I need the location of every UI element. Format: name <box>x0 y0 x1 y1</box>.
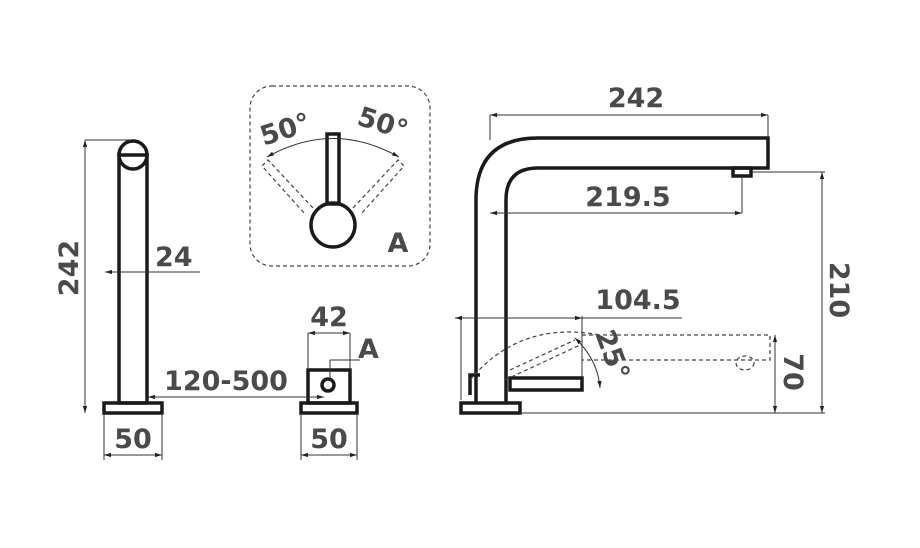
left-angle-label: 50° <box>256 107 314 152</box>
lever-top-view <box>325 132 341 206</box>
rotation-arc <box>266 138 400 158</box>
aerator <box>731 166 753 178</box>
spout-section <box>117 139 149 171</box>
handle-width-label: 42 <box>310 302 348 333</box>
lever <box>508 376 584 392</box>
right-angle-label: 50° <box>354 101 412 146</box>
spout-reach-label: 242 <box>608 83 664 114</box>
side-base <box>102 401 164 415</box>
handle-body <box>306 368 352 405</box>
handle-pivot <box>320 377 336 393</box>
lever-angle-label: 25° <box>589 326 636 385</box>
distance-label: 120-500 <box>164 366 288 397</box>
base-view: 42 A 120-500 50 <box>148 302 379 460</box>
detail-a-marker: A <box>358 334 379 365</box>
height-label: 210 <box>823 262 854 318</box>
spout <box>474 136 770 403</box>
side-view: 242 24 50 <box>54 139 200 460</box>
lever-reach-label: 104.5 <box>595 285 680 316</box>
side-height-label: 242 <box>54 240 85 296</box>
faucet-body-side <box>117 153 149 405</box>
front-view: 242 219.5 210 104.5 25° 70 <box>455 83 854 415</box>
detail-a: 50° 50° A <box>249 85 431 267</box>
handle-base-width-label: 50 <box>310 424 348 455</box>
detail-marker: A <box>388 228 409 259</box>
aerator-reach-label: 219.5 <box>585 182 670 213</box>
detail-frame <box>249 85 431 267</box>
handle-base <box>299 401 359 415</box>
lever-height-label: 70 <box>777 353 808 391</box>
lever-pivot-top <box>309 201 357 249</box>
tube-diameter-label: 24 <box>155 242 193 273</box>
front-base <box>459 401 522 415</box>
side-base-width-label: 50 <box>114 424 152 455</box>
